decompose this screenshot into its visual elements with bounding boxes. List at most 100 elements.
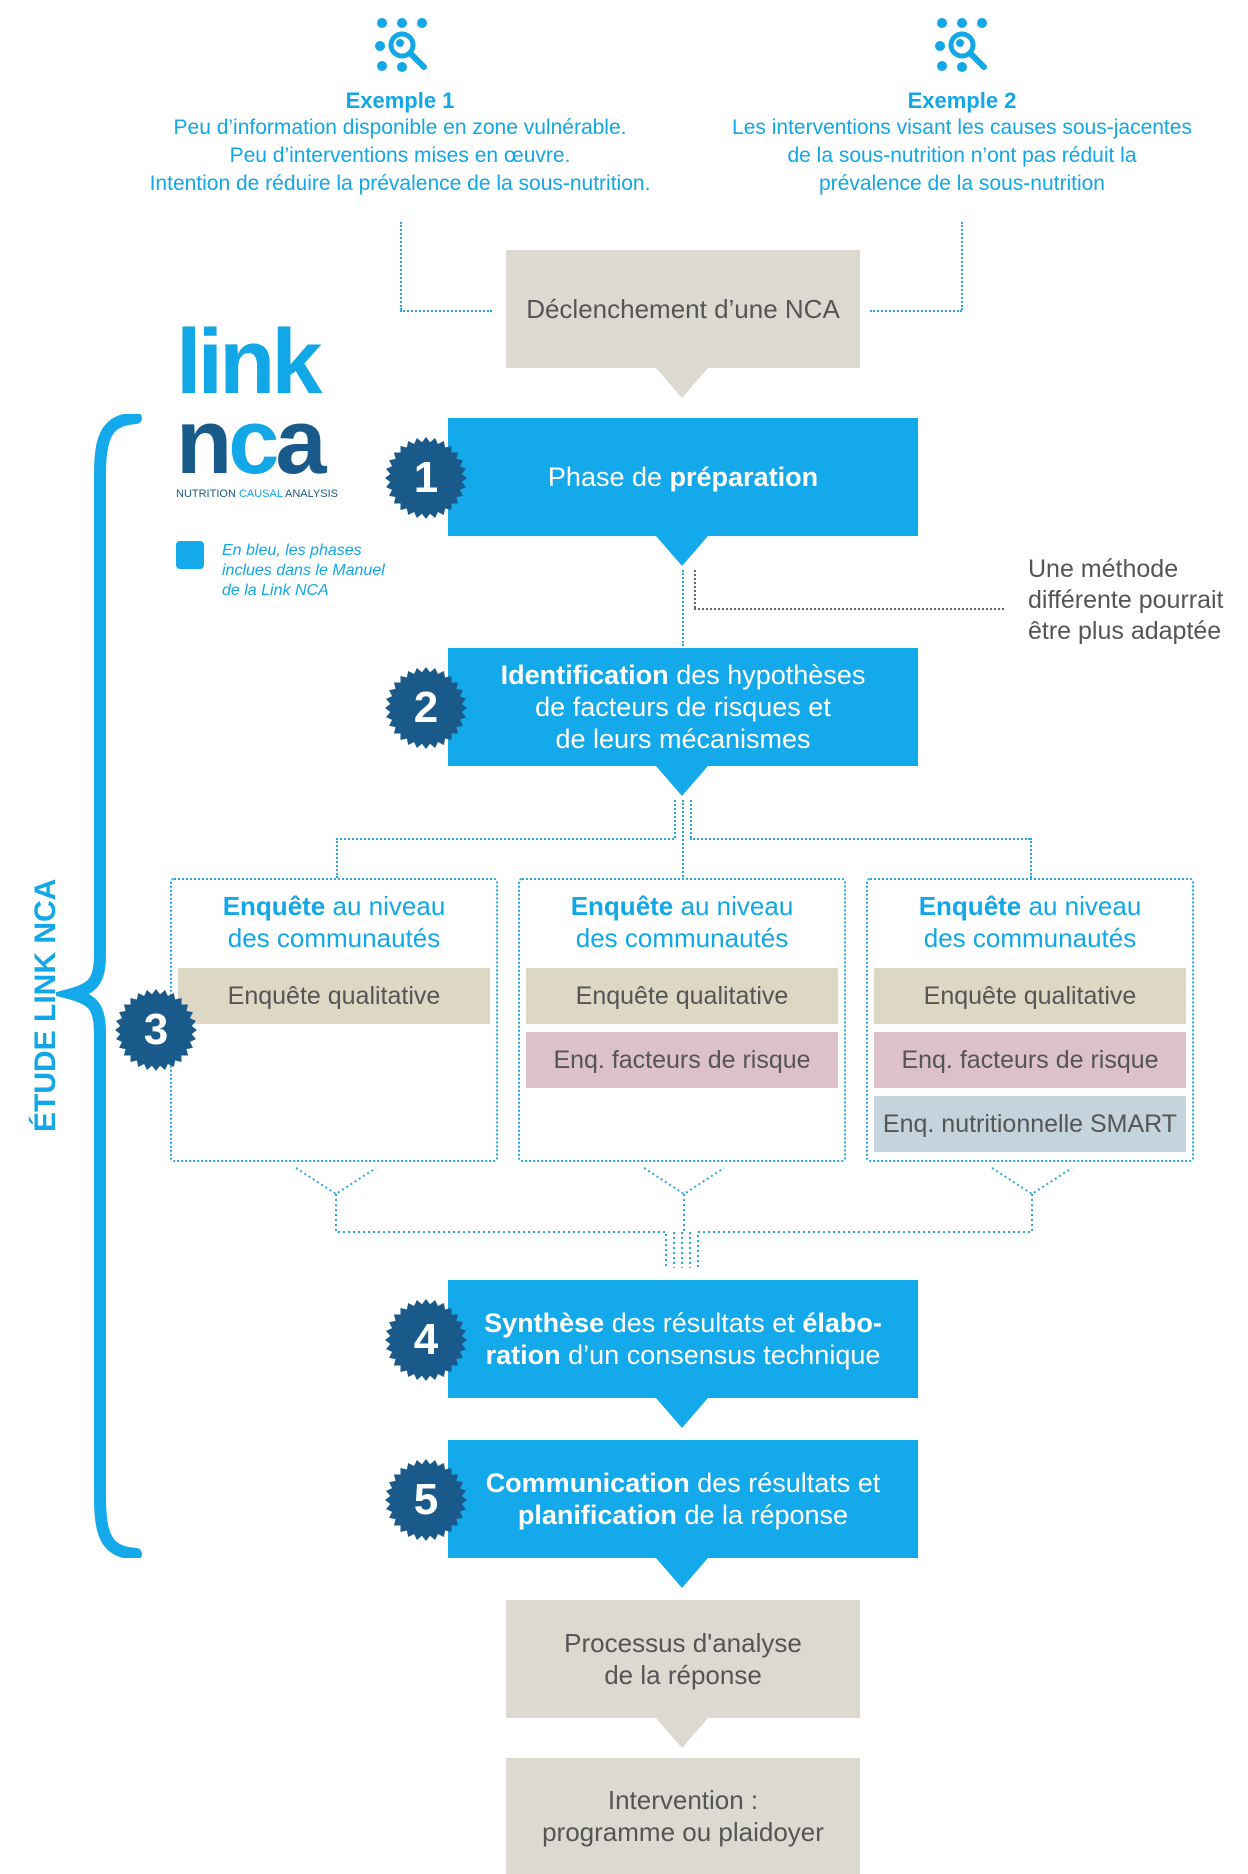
- intervention-line: Intervention :: [607, 1785, 759, 1815]
- connector: [682, 570, 684, 646]
- survey-item: Enquête qualitative: [526, 968, 838, 1024]
- example-line: Peu d’interventions mises en œuvre.: [229, 144, 571, 167]
- survey-text: des communautés: [575, 923, 789, 953]
- phase-5-badge: 5: [385, 1459, 467, 1541]
- survey-item: Enquête qualitative: [178, 968, 490, 1024]
- legend-swatch: [176, 541, 204, 569]
- phase-4-text: des résultats et: [611, 1308, 795, 1338]
- example-line: de la sous-nutrition n’ont pas réduit la: [787, 144, 1137, 167]
- survey-text: des communautés: [923, 923, 1137, 953]
- arrow-down: [656, 536, 708, 566]
- survey-column: Enquête au niveau des communautés Enquêt…: [518, 878, 846, 1162]
- survey-item: Enq. facteurs de risque: [874, 1032, 1186, 1088]
- analysis-box: Processus d'analyse de la réponse: [506, 1600, 860, 1718]
- phase-2-text: de facteurs de risques et: [535, 692, 831, 722]
- logo-sub: CAUSAL: [238, 488, 283, 500]
- link-nca-logo: link nca NUTRITION CAUSAL ANALYSIS: [176, 311, 366, 500]
- phase-1-badge: 1: [385, 437, 467, 519]
- badge-number: 1: [414, 453, 438, 502]
- connector: [961, 222, 963, 310]
- brace-label: ÉTUDE LINK NCA: [29, 878, 62, 1132]
- survey-bold: Enquête: [222, 891, 326, 921]
- example-line: Les interventions visant les causes sous…: [732, 116, 1192, 139]
- survey-column: Enquête au niveau des communautés Enquêt…: [866, 878, 1194, 1162]
- phase-5-bold: Communication: [485, 1468, 690, 1498]
- example-title: Exemple 2: [907, 88, 1017, 113]
- connector: [870, 310, 962, 312]
- connector: [682, 800, 684, 880]
- example-2: Exemple 2 Les interventions visant les c…: [692, 88, 1232, 198]
- legend-line: inclues dans le Manuel: [222, 562, 385, 579]
- side-note: Une méthode différente pourrait être plu…: [1028, 554, 1248, 647]
- trigger-box: Déclenchement d’une NCA: [506, 250, 860, 368]
- phase-1-pre: Phase de: [547, 462, 663, 492]
- connector: [690, 800, 692, 838]
- phase-2-text: des hypothèses: [676, 660, 866, 690]
- intervention-box: Intervention : programme ou plaidoyer: [506, 1758, 860, 1874]
- survey-text: au niveau: [680, 891, 794, 921]
- phase-4-bold: ration: [485, 1340, 561, 1370]
- legend-line: de la Link NCA: [222, 582, 329, 599]
- analysis-line: de la réponse: [604, 1660, 762, 1690]
- trigger-label: Déclenchement d’une NCA: [526, 294, 840, 324]
- phase-2-text: de leurs mécanismes: [555, 724, 811, 754]
- analysis-line: Processus d'analyse: [564, 1628, 802, 1658]
- phase-5-box: Communication des résultats et planifica…: [448, 1440, 918, 1558]
- badge-number: 3: [144, 1005, 168, 1054]
- arrow-down: [656, 1398, 708, 1428]
- example-title: Exemple 1: [345, 88, 455, 113]
- phase-2-badge: 2: [385, 667, 467, 749]
- survey-bold: Enquête: [918, 891, 1022, 921]
- badge-number: 4: [414, 1315, 439, 1364]
- connector: [674, 800, 676, 838]
- phase-4-box: Synthèse des résultats et élabo- ration …: [448, 1280, 918, 1398]
- phase-5-text: des résultats et: [697, 1468, 881, 1498]
- survey-text: au niveau: [332, 891, 446, 921]
- phase-2-bold: Identification: [500, 660, 669, 690]
- example-line: prévalence de la sous-nutrition: [818, 172, 1105, 195]
- survey-text: des communautés: [227, 923, 441, 953]
- connector: [336, 838, 338, 878]
- phase-4-badge: 4: [385, 1299, 467, 1381]
- badge-number: 2: [414, 683, 438, 732]
- magnifier-icon: [935, 18, 987, 72]
- survey-bold: Enquête: [570, 891, 674, 921]
- survey-item: Enq. facteurs de risque: [526, 1032, 838, 1088]
- brace-icon: [56, 414, 142, 1558]
- connector: [400, 222, 402, 310]
- example-1: Exemple 1 Peu d’information disponible e…: [110, 88, 690, 198]
- phase-4-text: d’un consensus technique: [568, 1340, 881, 1370]
- connector: [694, 608, 1004, 610]
- example-line: Peu d’information disponible en zone vul…: [173, 116, 627, 139]
- phase-5-bold: planification: [517, 1500, 677, 1530]
- magnifier-icon: [375, 18, 427, 72]
- phase-1-bold: préparation: [669, 462, 819, 492]
- survey-item: Enq. nutritionnelle SMART: [874, 1096, 1186, 1152]
- legend-line: En bleu, les phases: [222, 542, 362, 559]
- logo-link: link: [176, 311, 322, 413]
- phase-4-bold: Synthèse: [484, 1308, 605, 1338]
- side-note-line: être plus adaptée: [1028, 617, 1222, 645]
- intervention-line: programme ou plaidoyer: [542, 1817, 824, 1847]
- logo-sub: ANALYSIS: [285, 488, 339, 500]
- phase-3-badge: 3: [115, 989, 197, 1071]
- phase-4-bold: élabo-: [802, 1308, 882, 1338]
- phase-2-box: Identification des hypothèses de facteur…: [448, 648, 918, 766]
- logo-a: a: [275, 391, 326, 493]
- connector: [400, 310, 492, 312]
- logo-c: c: [228, 391, 279, 493]
- badge-number: 5: [414, 1475, 438, 1524]
- connector: [690, 838, 1030, 840]
- legend: En bleu, les phases inclues dans le Manu…: [222, 541, 422, 601]
- merge-connector: [295, 1167, 1073, 1268]
- connector: [1030, 838, 1032, 878]
- side-note-line: différente pourrait: [1028, 586, 1224, 614]
- arrow-down: [656, 1558, 708, 1588]
- example-line: Intention de réduire la prévalence de la…: [149, 172, 651, 195]
- survey-column: Enquête au niveau des communautés Enquêt…: [170, 878, 498, 1162]
- logo-n: n: [176, 391, 232, 493]
- arrow-down: [656, 1718, 708, 1748]
- arrow-down: [656, 368, 708, 398]
- connector: [694, 570, 696, 608]
- phase-5-text: de la réponse: [684, 1500, 849, 1530]
